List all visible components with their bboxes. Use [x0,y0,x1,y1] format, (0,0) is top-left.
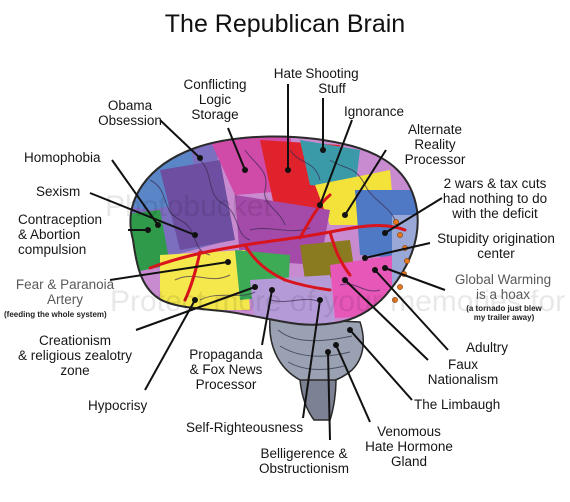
brain-regions [130,136,418,325]
label-global-warming: Global Warming is a hoax [454,272,552,302]
label-shooting-stuff: Shooting Stuff [305,66,359,96]
label-propaganda-processor: Propaganda & Fox News Processor [189,347,263,392]
watermark: Photobucket [105,190,272,223]
label-homophobia: Homophobia [24,150,101,165]
label-global-warming-sub: (a tornado just blew my trailer away) [466,304,542,322]
label-sexism: Sexism [36,184,81,199]
label-contraception: Contraception & Abortion compulsion [18,212,103,257]
label-conflicting-logic: Conflicting Logic Storage [183,77,247,122]
label-venomous-gland: Venomous Hate Hormone Gland [365,424,453,469]
label-wars-tax-cuts: 2 wars & tax cuts had nothing to do with… [442,176,548,221]
label-faux-nationalism: Faux Nationalism [427,357,499,387]
label-the-limbaugh: The Limbaugh [414,397,501,412]
label-fear-paranoia: Fear & Paranoia Artery [15,277,115,307]
label-self-righteousness: Self-Righteousness [186,420,304,435]
label-obama-obsession: Obama Obsession [98,98,162,128]
label-ignorance: Ignorance [343,104,405,119]
watermark-tagline: Protect more of your memories for less! [110,285,566,318]
label-fear-sub: (feeding the whole system) [4,310,107,319]
label-alternate-reality: Alternate Reality Processor [404,122,466,167]
label-stupidity-center: Stupidity origination center [437,231,555,261]
label-hate: Hate [273,66,303,81]
label-adultry: Adultry [466,340,509,355]
label-creationism: Creationism & religious zealotry zone [17,333,133,378]
leader-lines [89,84,449,441]
label-belligerence: Belligerence & Obstructionism [258,446,350,476]
brainstem [269,317,365,421]
label-hypocrisy: Hypocrisy [88,398,148,413]
page-title: The Republican Brain [164,10,406,38]
